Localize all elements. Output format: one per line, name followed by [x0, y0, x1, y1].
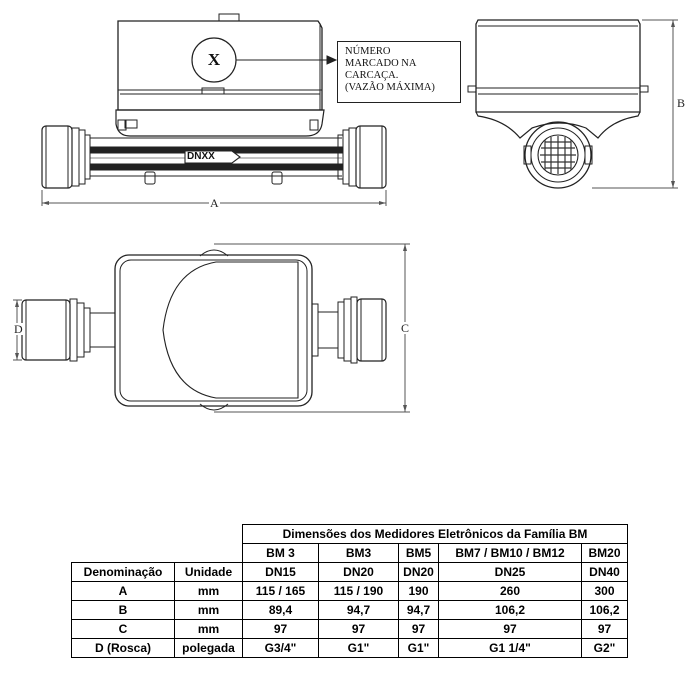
- callout-line: MARCADO NA: [345, 58, 417, 69]
- header-name: Denominação: [71, 562, 175, 582]
- front-view: [41, 13, 387, 206]
- row-unit: polegada: [174, 638, 243, 658]
- dimension-d-label: D: [13, 322, 24, 336]
- row-value: G1": [398, 638, 439, 658]
- model-header: BM3: [318, 543, 399, 563]
- row-value: 97: [581, 619, 628, 639]
- header-size: DN15: [242, 562, 319, 582]
- row-value: 89,4: [242, 600, 319, 620]
- marker-x-label: X: [207, 50, 221, 69]
- row-value: 97: [318, 619, 399, 639]
- row-value: 115 / 190: [318, 581, 399, 601]
- row-unit: mm: [174, 600, 243, 620]
- callout-line: CARCAÇA.: [345, 70, 399, 81]
- header-size: DN20: [398, 562, 439, 582]
- row-unit: mm: [174, 619, 243, 639]
- row-value: G2": [581, 638, 628, 658]
- model-header: BM7 / BM10 / BM12: [438, 543, 582, 563]
- side-view: [467, 19, 678, 189]
- table-row: C mm 97 97 97 97 97: [71, 619, 628, 639]
- table-row: B mm 89,4 94,7 94,7 106,2 106,2: [71, 600, 628, 620]
- row-value: G1": [318, 638, 399, 658]
- row-value: 94,7: [398, 600, 439, 620]
- row-value: 97: [242, 619, 319, 639]
- row-value: G1 1/4": [438, 638, 582, 658]
- model-header: BM20: [581, 543, 628, 563]
- row-name: D (Rosca): [71, 638, 175, 658]
- table-row: A mm 115 / 165 115 / 190 190 260 300: [71, 581, 628, 601]
- header-size: DN25: [438, 562, 582, 582]
- row-name: B: [71, 600, 175, 620]
- row-value: 260: [438, 581, 582, 601]
- row-value: 97: [438, 619, 582, 639]
- dimensions-table: Dimensões dos Medidores Eletrônicos da F…: [71, 524, 628, 658]
- row-value: 190: [398, 581, 439, 601]
- table-title-row: Dimensões dos Medidores Eletrônicos da F…: [72, 524, 628, 544]
- callout-box: NÚMERO MARCADO NA CARCAÇA. (VAZÃO MÁXIMA…: [337, 41, 461, 103]
- table-title: Dimensões dos Medidores Eletrônicos da F…: [242, 524, 628, 544]
- row-value: 300: [581, 581, 628, 601]
- table-models-row: BM 3 BM3 BM5 BM7 / BM10 / BM12 BM20: [72, 543, 628, 563]
- row-value: 106,2: [438, 600, 582, 620]
- dimension-c-label: C: [400, 321, 411, 335]
- row-value: 94,7: [318, 600, 399, 620]
- top-view: [13, 243, 410, 413]
- device-label: DNXX: [187, 151, 215, 162]
- dimension-b-label: B: [676, 96, 687, 110]
- row-name: A: [71, 581, 175, 601]
- callout-line: NÚMERO: [345, 46, 391, 57]
- callout-line: (VAZÃO MÁXIMA): [345, 82, 435, 93]
- model-header: BM5: [398, 543, 439, 563]
- header-size: DN20: [318, 562, 399, 582]
- row-value: 115 / 165: [242, 581, 319, 601]
- model-header: BM 3: [242, 543, 319, 563]
- row-value: 97: [398, 619, 439, 639]
- row-name: C: [71, 619, 175, 639]
- row-value: 106,2: [581, 600, 628, 620]
- header-size: DN40: [581, 562, 628, 582]
- table-header-row: Denominação Unidade DN15 DN20 DN20 DN25 …: [71, 562, 628, 582]
- header-unit: Unidade: [174, 562, 243, 582]
- table-row: D (Rosca) polegada G3/4" G1" G1" G1 1/4"…: [71, 638, 628, 658]
- row-value: G3/4": [242, 638, 319, 658]
- row-unit: mm: [174, 581, 243, 601]
- dimension-a-label: A: [209, 196, 220, 210]
